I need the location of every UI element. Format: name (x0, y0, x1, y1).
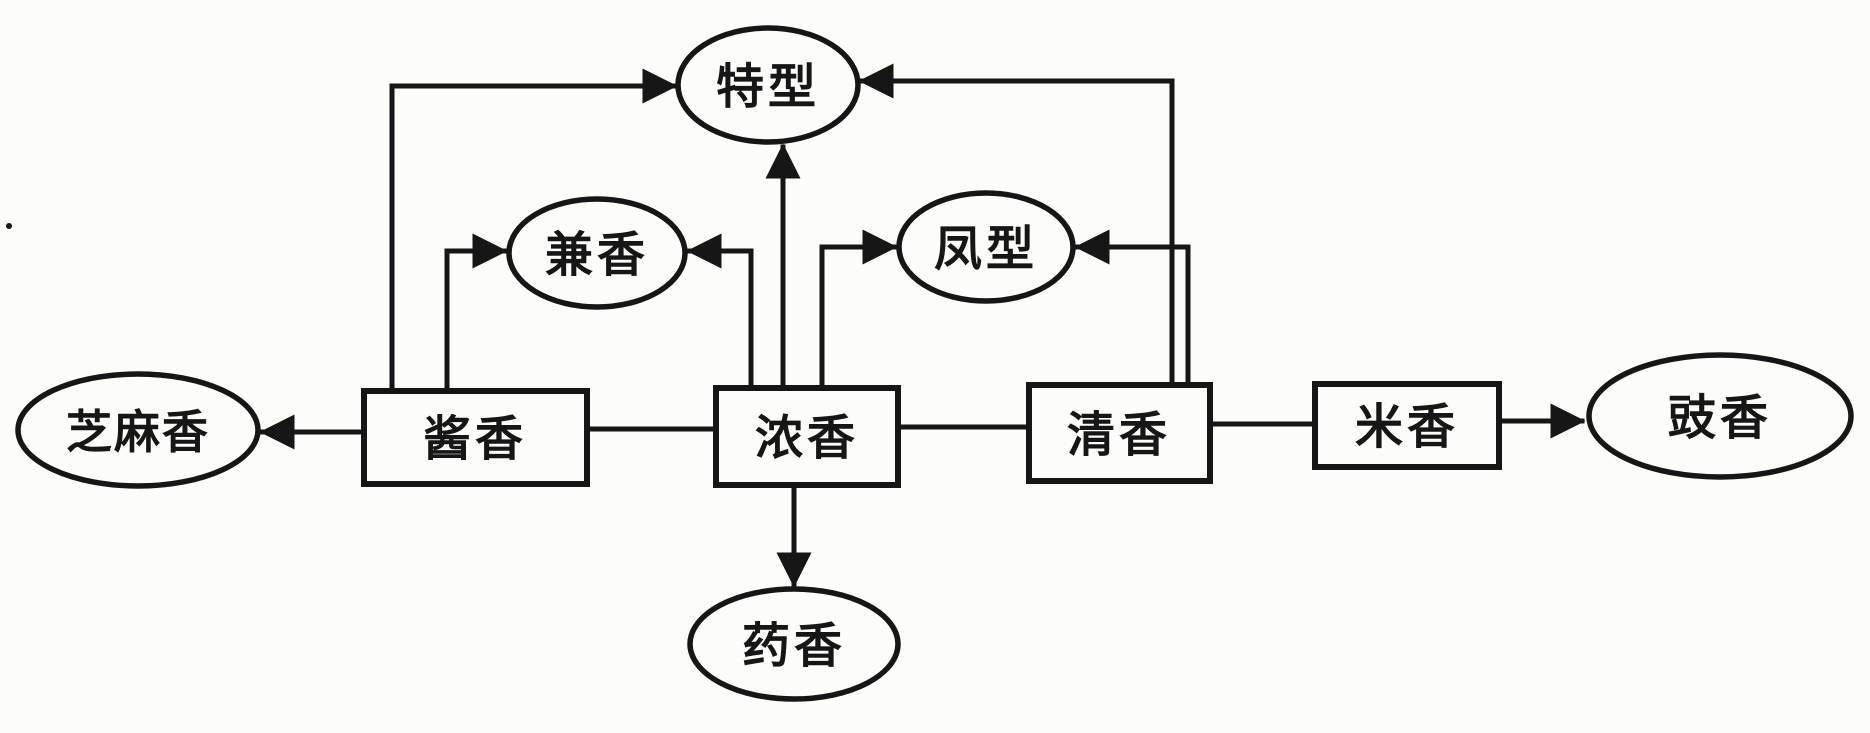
jianxiang-label: 兼香 (545, 227, 649, 283)
node-texing: 特型 (675, 25, 861, 145)
texing-label: 特型 (716, 59, 820, 115)
mixiang-rect (1312, 381, 1502, 470)
node-nongxiang: 浓香 (713, 385, 901, 488)
node-zhimaxiang: 芝麻香 (15, 371, 261, 489)
nongxiang-rect (713, 385, 901, 488)
texing-ellipse (675, 25, 861, 145)
node-jiangxiang: 酱香 (361, 388, 590, 487)
node-jianxiang: 兼香 (506, 196, 688, 310)
node-yaoxiang: 药香 (687, 586, 901, 702)
jianxiang-ellipse (506, 196, 688, 310)
qingxiang-label: 清香 (1067, 407, 1171, 463)
edge-nongxiang-fengxing (819, 229, 898, 391)
nongxiang-label: 浓香 (755, 410, 859, 466)
yaoxiang-ellipse (687, 586, 901, 702)
edge-nongxiang-jianxiang (686, 233, 754, 391)
edge-qingxiang-texing (858, 63, 1175, 388)
zhimaxiang-label: 芝麻香 (66, 405, 210, 459)
chixiang-ellipse (1586, 352, 1854, 480)
chixiang-label: 豉香 (1668, 390, 1772, 446)
node-fengxing: 凤型 (896, 190, 1076, 304)
node-chixiang: 豉香 (1586, 352, 1854, 480)
edge-qingxiang-fengxing (1074, 229, 1191, 388)
edge-jiangxiang-texing (389, 68, 678, 394)
edge-jiangxiang-jianxiang (444, 233, 508, 394)
fengxing-label: 凤型 (934, 221, 1038, 277)
qingxiang-rect (1026, 382, 1213, 484)
node-qingxiang: 清香 (1026, 382, 1213, 484)
yaoxiang-label: 药香 (742, 618, 846, 674)
ink-speck (6, 223, 12, 229)
fengxing-ellipse (896, 190, 1076, 304)
node-mixiang: 米香 (1312, 381, 1502, 470)
zhimaxiang-ellipse (15, 371, 261, 489)
mixiang-label: 米香 (1355, 399, 1459, 455)
jiangxiang-label: 酱香 (423, 411, 527, 467)
jiangxiang-rect (361, 388, 590, 487)
